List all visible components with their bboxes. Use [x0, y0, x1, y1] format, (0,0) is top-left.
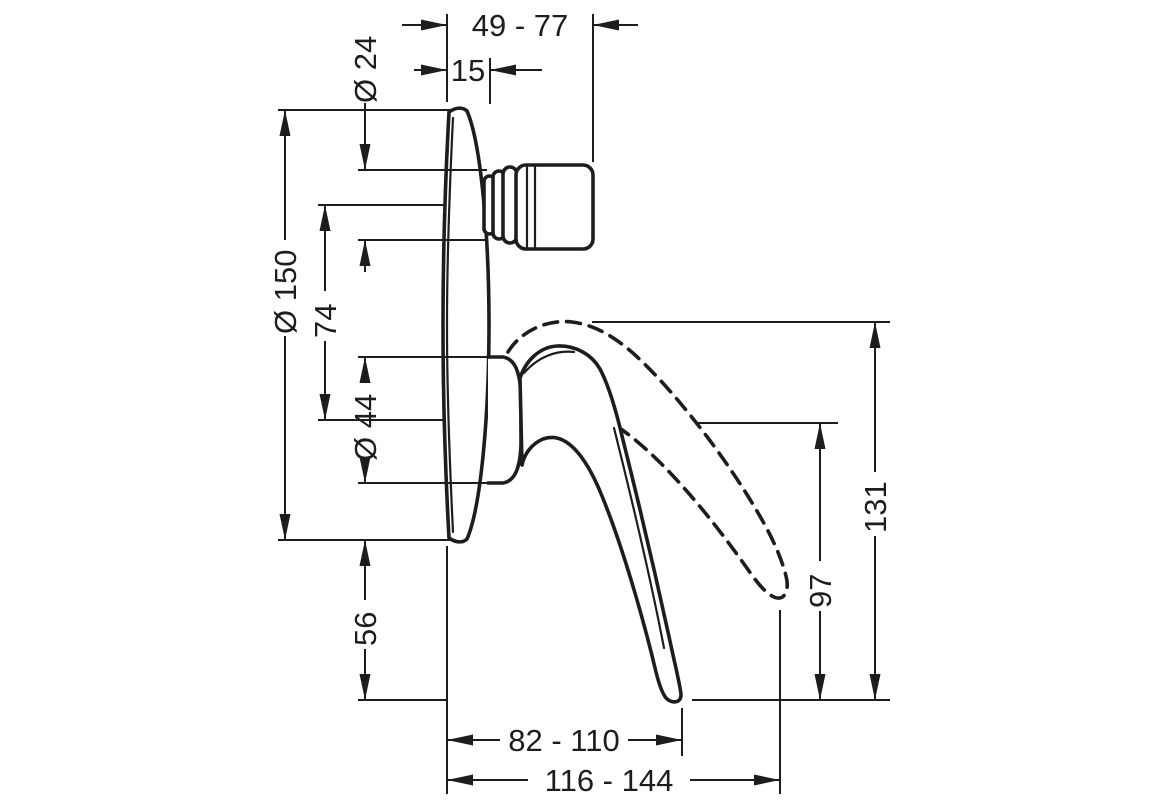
dimension-arrow	[359, 540, 371, 566]
sleeve-diameter-dimension-label: Ø 44	[348, 394, 383, 461]
lever-reach-dimension-label: 82 - 110	[508, 723, 619, 758]
dimension-arrow	[359, 240, 371, 266]
plate-depth-dimension-label: 15	[451, 53, 485, 88]
dimension-arrow	[359, 457, 371, 483]
lever-tip-drop-dimension-label: 97	[803, 574, 838, 608]
dimension-arrow	[814, 423, 826, 449]
escutcheon-plate-rim	[445, 116, 455, 534]
overall-reach-dimension-label: 116 - 144	[545, 763, 674, 798]
dimension-arrow	[421, 19, 447, 31]
temperature-knob-neck	[482, 165, 519, 245]
dimension-arrow	[447, 774, 473, 786]
dimension-arrow	[279, 514, 291, 540]
dimension-arrow	[359, 357, 371, 383]
valve-sleeve	[486, 355, 523, 485]
fixture-drawing	[441, 106, 789, 704]
dimension-arrow	[869, 674, 881, 700]
temperature-knob	[514, 163, 595, 251]
neck-diameter-dimension-label: Ø 24	[348, 36, 383, 103]
lever-handle-solid	[518, 344, 683, 704]
dimension-arrow	[490, 64, 516, 76]
plate-diameter-dimension-label: Ø 150	[268, 250, 303, 334]
dimension-arrows	[279, 19, 881, 786]
dimension-arrow	[421, 64, 447, 76]
dimension-arrow	[869, 322, 881, 348]
overall-lever-height-dimension-label: 131	[858, 481, 893, 533]
escutcheon-plate	[441, 106, 491, 544]
dimension-arrow	[593, 19, 619, 31]
centers-distance-dimension-label: 74	[308, 304, 343, 338]
dimension-arrow	[814, 674, 826, 700]
dimension-arrow	[656, 734, 682, 746]
dimension-arrow	[359, 674, 371, 700]
plate-to-lever-tip-dimension-label: 56	[348, 612, 383, 646]
dimension-arrow	[319, 205, 331, 231]
dimension-arrow	[754, 774, 780, 786]
dimension-arrow	[319, 394, 331, 420]
lever-handle-facet	[522, 350, 576, 375]
dimension-labels: 49 - 77 15 Ø 24 Ø 150 74 Ø 44 56 97 131 …	[268, 8, 893, 798]
dimension-arrow	[447, 734, 473, 746]
knob-projection-dimension-label: 49 - 77	[472, 8, 569, 43]
dimension-arrow	[359, 144, 371, 170]
lever-handle-ridge	[612, 426, 666, 650]
dimension-arrow	[279, 110, 291, 136]
